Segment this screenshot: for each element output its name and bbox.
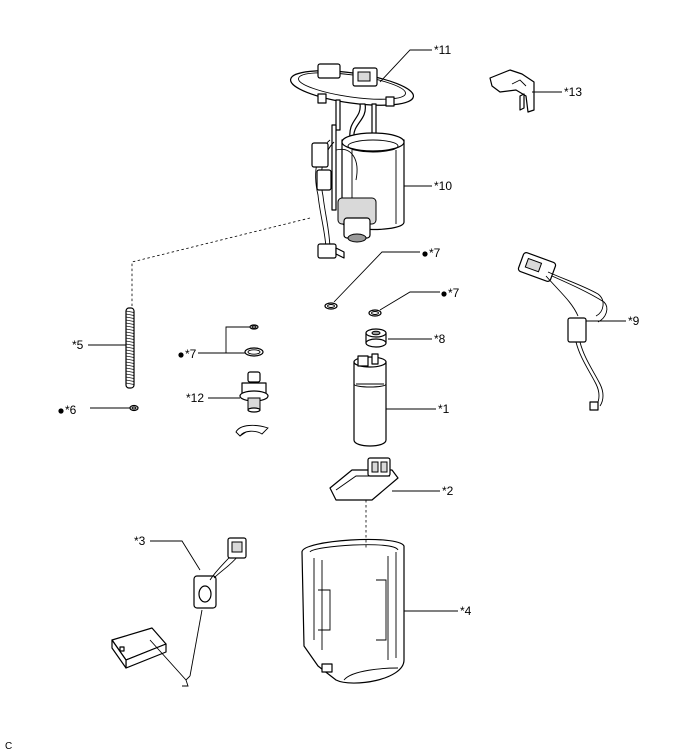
callout-13: *13	[564, 85, 582, 99]
callout-7-b: *7	[448, 286, 460, 300]
callout-4: *4	[460, 604, 472, 618]
callout-2: *2	[442, 484, 454, 498]
part-13-bracket	[489, 69, 535, 113]
callout-7-a: *7	[429, 246, 441, 260]
corner-code: C	[5, 741, 12, 752]
part-1-fuel-pump	[353, 353, 387, 447]
callout-6: *6	[65, 403, 77, 417]
part-6-o-ring	[129, 404, 139, 412]
part-7-o-ring-right	[368, 309, 382, 317]
callout-1: *1	[438, 402, 450, 416]
callout-3: *3	[134, 534, 146, 548]
part-11-set-plate	[289, 63, 415, 141]
leader-lines	[88, 49, 626, 612]
filled-dot-icon	[58, 251, 447, 414]
callout-5: *5	[72, 338, 84, 352]
callout-11: *11	[434, 43, 451, 57]
callout-8: *8	[434, 332, 446, 346]
assembly-guide-lines	[131, 217, 367, 548]
part-7-o-ring-middle	[324, 302, 338, 310]
part-3-sender-gauge	[111, 537, 247, 687]
callout-7-c: *7	[185, 347, 197, 361]
part-4-suction-support	[301, 538, 405, 684]
part-8-cushion	[365, 328, 387, 348]
callout-9: *9	[628, 314, 640, 328]
part-12-pressure-regulator	[235, 371, 269, 437]
part-5-fuel-hose	[125, 307, 135, 389]
callout-labels: *11 *13 *10 *7 *7 *9 *8 *5 *7 *12 *1 *6 …	[5, 43, 640, 752]
callout-10: *10	[434, 179, 452, 193]
part-9-wire-harness	[517, 252, 608, 411]
part-2-suction-filter	[329, 457, 399, 501]
part-7-o-rings-left	[244, 324, 264, 357]
callout-12: *12	[186, 391, 204, 405]
part-10-pump-module	[311, 124, 405, 259]
